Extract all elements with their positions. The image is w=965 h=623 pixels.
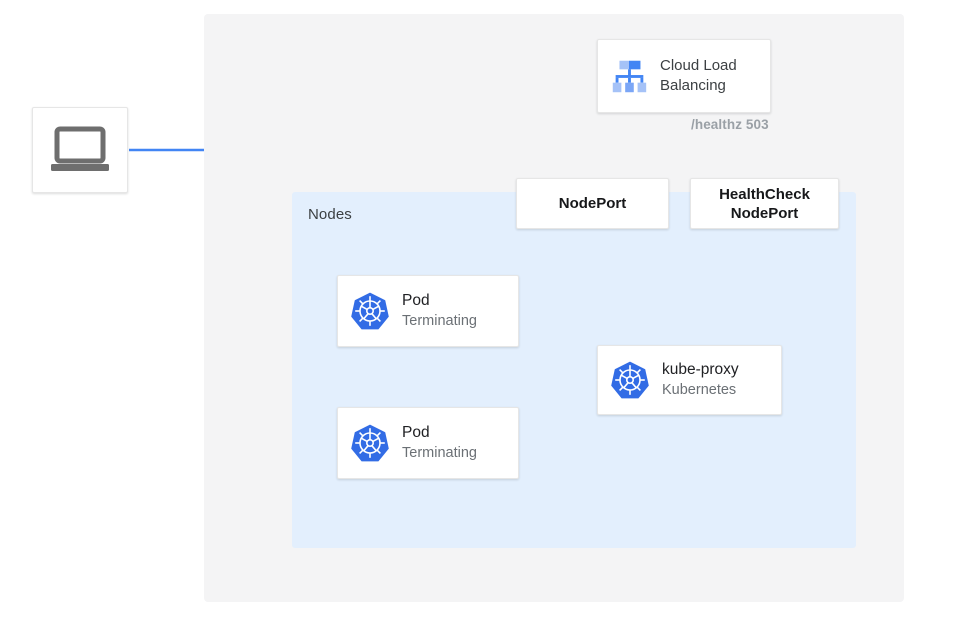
nodes-region-label: Nodes [308,206,352,223]
healthcheck-nodeport-label: HealthCheck NodePort [719,185,810,223]
kube-proxy-subtitle: Kubernetes [662,382,737,398]
cloud-load-balancing-label: Cloud Load Balancing [660,56,737,96]
pod-2-text: Pod Terminating [402,423,477,463]
healthcheck-nodeport-line1: HealthCheck [719,185,810,203]
kube-proxy-text: kube-proxy Kubernetes [662,360,739,400]
kubernetes-icon [350,423,390,463]
cloud-load-balancing-node[interactable]: Cloud Load Balancing [597,39,771,113]
kube-proxy-node[interactable]: kube-proxy Kubernetes [597,345,782,415]
healthcheck-nodeport-line2: NodePort [730,204,799,222]
pod-2-title: Pod [402,424,430,441]
cloud-load-balancing-line2: Balancing [660,77,726,94]
nodeport-node[interactable]: NodePort [516,178,669,229]
cloud-load-balancing-line1: Cloud Load [660,57,737,74]
healthcheck-nodeport-node[interactable]: HealthCheck NodePort [690,178,839,229]
pod-node-2[interactable]: Pod Terminating [337,407,519,479]
pod-1-title: Pod [402,292,430,309]
healthz-status-label: /healthz 503 [691,117,769,132]
pod-1-text: Pod Terminating [402,291,477,331]
pod-2-status: Terminating [402,445,477,461]
pod-node-1[interactable]: Pod Terminating [337,275,519,347]
cloud-load-balancing-icon [608,55,650,97]
kubernetes-icon [610,360,650,400]
kubernetes-icon [350,291,390,331]
laptop-icon [49,125,111,175]
kube-proxy-title: kube-proxy [662,361,739,378]
nodeport-label: NodePort [558,195,627,212]
pod-1-status: Terminating [402,313,477,329]
client-node[interactable] [32,107,128,193]
